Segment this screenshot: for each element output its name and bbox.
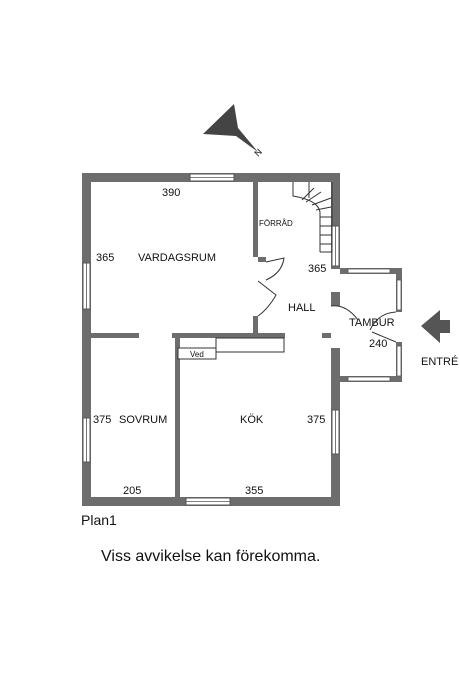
room-label-tambur: TAMBUR xyxy=(349,317,395,329)
compass-label: N xyxy=(252,147,264,159)
dimension-tambur: 240 xyxy=(369,338,387,350)
interior-walls xyxy=(91,182,331,498)
room-label-sovrum: SOVRUM xyxy=(119,414,167,426)
room-label-hall: HALL xyxy=(288,302,316,314)
dimension-hall-right: 365 xyxy=(308,263,326,275)
entrance-label: ENTRÉ xyxy=(421,355,458,368)
entrance-arrow-icon xyxy=(421,310,450,343)
door-swings xyxy=(257,257,397,343)
dimension-top-living: 390 xyxy=(162,187,180,199)
dimension-left-bedroom: 375 xyxy=(93,414,111,426)
exterior-walls xyxy=(82,173,340,506)
dimension-kitchen-right: 375 xyxy=(307,414,325,426)
storage-label-ved: Ved xyxy=(190,350,204,359)
disclaimer: Viss avvikelse kan förekomma. xyxy=(101,548,321,565)
plan-title: Plan1 xyxy=(81,512,117,528)
dimension-bottom-kitchen: 355 xyxy=(245,485,263,497)
tambur-walls xyxy=(340,268,402,382)
room-label-forrad: FÖRRÅD xyxy=(259,219,293,228)
dimension-bottom-bedroom: 205 xyxy=(123,485,141,497)
room-label-kok: KÖK xyxy=(240,414,264,426)
north-arrow-icon: N xyxy=(203,104,264,158)
windows xyxy=(82,173,340,506)
room-label-vardagsrum: VARDAGSRUM xyxy=(138,252,216,264)
window-panes xyxy=(86,177,336,502)
ved-storage xyxy=(177,337,285,360)
dimension-left-living: 365 xyxy=(96,252,114,264)
staircase xyxy=(292,182,333,253)
